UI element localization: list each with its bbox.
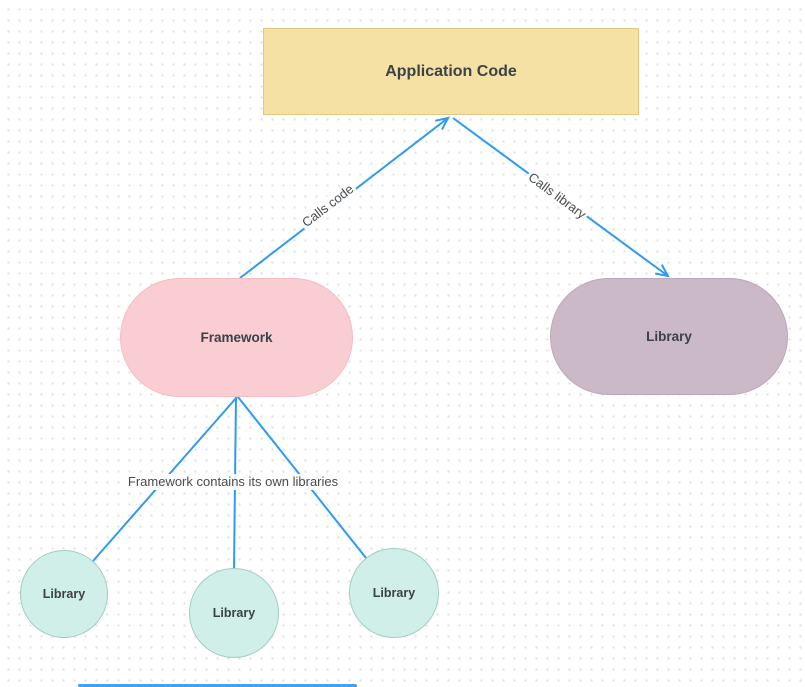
node-library-circle-1-label: Library — [42, 587, 86, 601]
node-library-label: Library — [646, 329, 692, 344]
node-library-circle-1[interactable]: Library — [20, 550, 108, 638]
node-application-code[interactable]: Application Code — [263, 28, 639, 115]
node-application-code-label: Application Code — [385, 62, 517, 80]
node-library-circle-3[interactable]: Library — [349, 548, 439, 638]
node-framework[interactable]: Framework — [120, 278, 353, 397]
arrowhead-up-icon — [435, 116, 450, 130]
node-library-circle-2-label: Library — [212, 606, 256, 620]
arrowhead-down-icon — [655, 264, 670, 278]
node-library[interactable]: Library — [550, 278, 788, 395]
node-library-circle-3-label: Library — [372, 586, 416, 600]
horizontal-scrollbar-thumb[interactable] — [78, 684, 357, 687]
node-library-circle-2[interactable]: Library — [189, 568, 279, 658]
edge-label-framework-contains[interactable]: Framework contains its own libraries — [125, 474, 341, 490]
node-framework-label: Framework — [200, 330, 273, 345]
